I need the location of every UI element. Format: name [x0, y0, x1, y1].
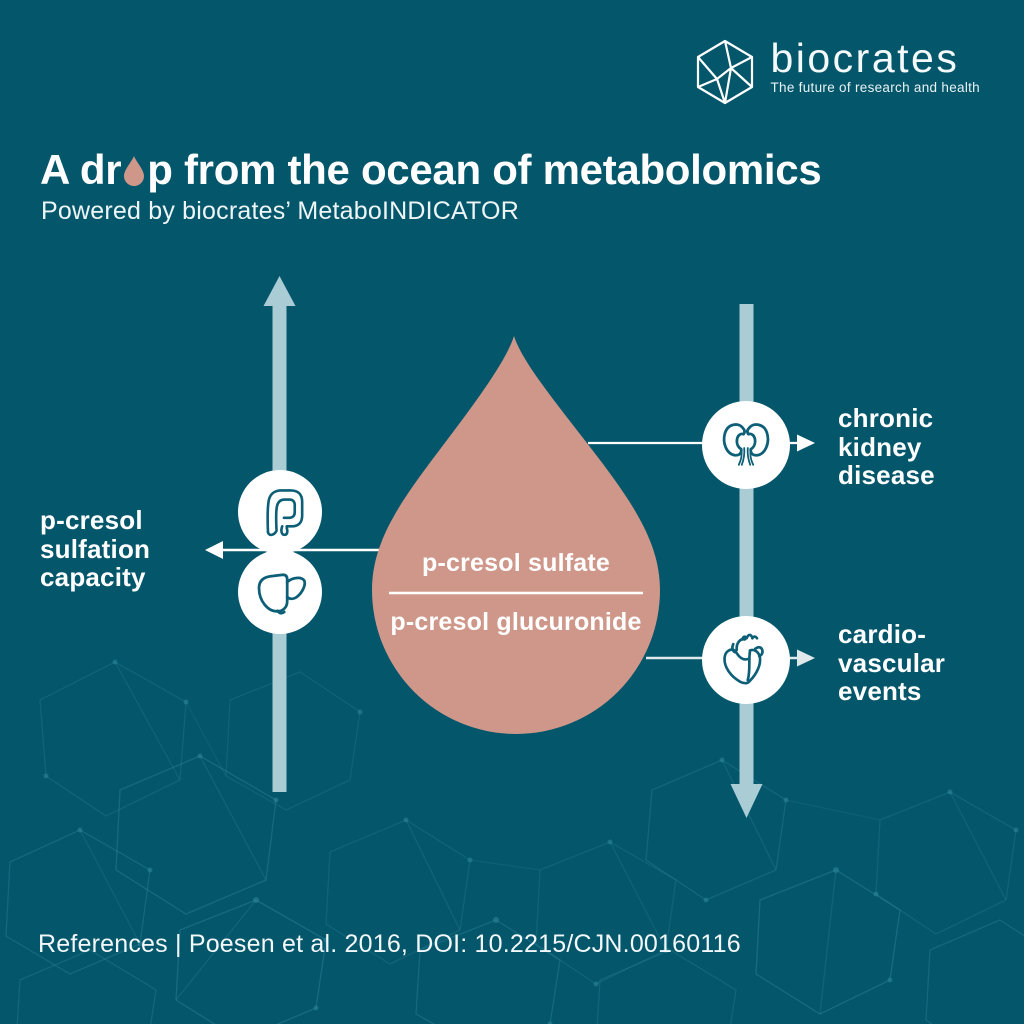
decrease-arrow	[730, 304, 763, 818]
left-label-line2: sulfation	[40, 533, 151, 564]
cardiovascular-events-label: cardio- vascular events	[838, 620, 945, 706]
page-subtitle: Powered by biocrates’ MetaboINDICATOR	[41, 197, 519, 225]
logo-wordmark: biocrates	[770, 35, 960, 81]
kidney-label-line3: disease	[838, 460, 935, 490]
chronic-kidney-disease-label: chronic kidney disease	[838, 404, 935, 490]
increase-arrow	[263, 276, 296, 792]
references-text: References | Poesen et al. 2016, DOI: 10…	[38, 930, 741, 958]
title-part2: p from the ocean of metabolomics	[147, 146, 822, 193]
heart-label-line3: events	[838, 676, 922, 706]
kidney-label-line1: chronic	[838, 403, 934, 433]
intestine-icon	[238, 470, 322, 554]
kidneys-icon	[702, 401, 790, 489]
liver-icon	[238, 550, 322, 634]
heart-label-line2: vascular	[838, 647, 946, 678]
logo-text: biocrates The future of research and hea…	[770, 36, 980, 95]
ratio-numerator: p-cresol sulfate	[422, 549, 610, 577]
p-cresol-sulfation-capacity-label: p-cresol sulfation capacity	[40, 506, 150, 592]
left-label-line3: capacity	[40, 562, 146, 592]
biocrates-logo: biocrates The future of research and hea…	[693, 36, 980, 106]
kidney-connector-arrow	[588, 434, 815, 452]
logo-tagline: The future of research and health	[770, 80, 980, 95]
hexagon-crystal-icon	[697, 39, 754, 105]
kidney-label-line2: kidney	[838, 431, 922, 462]
title-part1: A dr	[40, 146, 122, 193]
heart-label-line1: cardio-	[838, 619, 927, 649]
drop-icon	[124, 155, 145, 186]
heart-icon	[702, 616, 790, 704]
left-connector-arrow	[205, 541, 380, 559]
heart-connector-arrow	[646, 649, 815, 667]
metabolite-drop-shape	[372, 336, 660, 734]
left-label-line1: p-cresol	[40, 505, 143, 535]
page-title: A dr p from the ocean of metabolomics	[40, 146, 822, 194]
ratio-denominator: p-cresol glucuronide	[390, 608, 642, 636]
